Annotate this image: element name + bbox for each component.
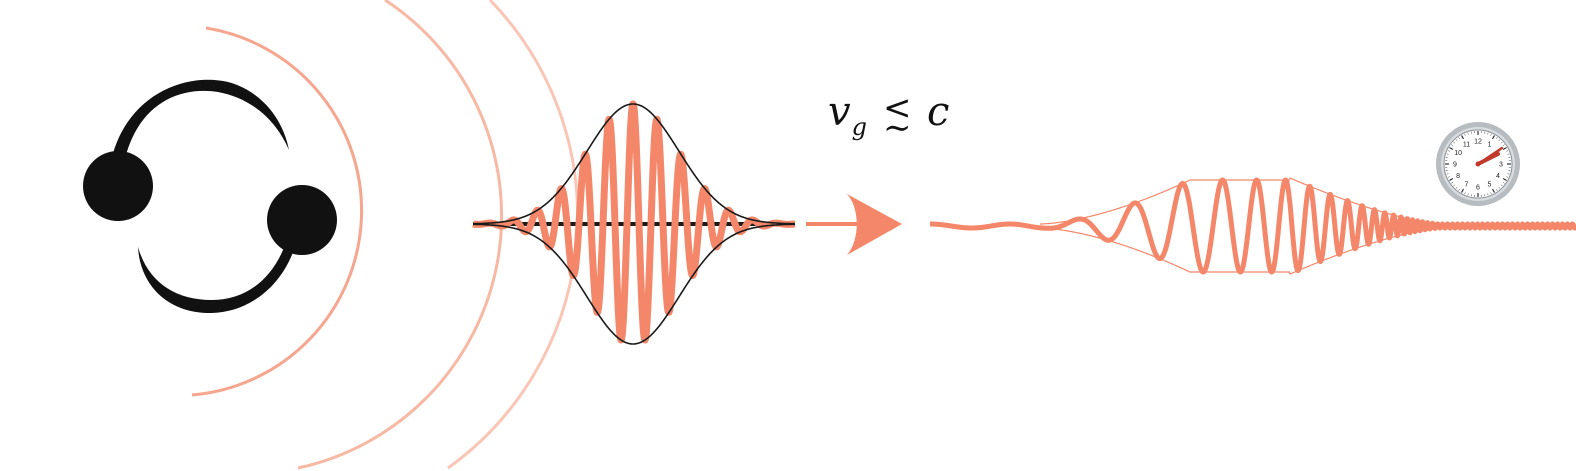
clock-number: 10 bbox=[1454, 150, 1462, 157]
black-hole-left bbox=[83, 151, 153, 221]
clock-ticks bbox=[1445, 131, 1511, 197]
clock-tick bbox=[1460, 188, 1465, 193]
binary-black-hole-icon bbox=[83, 79, 337, 314]
clock-tick bbox=[1458, 188, 1460, 191]
arrow-head bbox=[847, 194, 902, 255]
clock-tick bbox=[1449, 146, 1454, 151]
group-velocity-formula: vg<∼c bbox=[828, 89, 950, 145]
clock-center bbox=[1475, 161, 1481, 167]
clock-tick bbox=[1500, 141, 1503, 144]
clock-tick bbox=[1507, 153, 1510, 155]
clock-tick bbox=[1446, 173, 1449, 175]
clock-tick bbox=[1467, 132, 1469, 135]
clock-tick bbox=[1502, 177, 1507, 182]
clock-number: 5 bbox=[1488, 181, 1492, 188]
clock-tick bbox=[1446, 153, 1449, 155]
orbit-trail-upper bbox=[112, 79, 289, 157]
clock-tick bbox=[1464, 192, 1466, 195]
clock-tick bbox=[1498, 186, 1501, 189]
clock-tick bbox=[1500, 184, 1503, 187]
clock-tick bbox=[1507, 173, 1510, 175]
clock-number: 6 bbox=[1476, 185, 1480, 192]
clock-tick bbox=[1506, 150, 1509, 152]
propagation-arrow-icon bbox=[806, 194, 902, 255]
ripple-arc-2 bbox=[297, 0, 504, 470]
clock-tick bbox=[1453, 141, 1456, 144]
clock-tick bbox=[1506, 176, 1509, 178]
wave-packet bbox=[470, 100, 798, 345]
clock-number: 3 bbox=[1499, 162, 1503, 169]
clock-tick bbox=[1447, 176, 1450, 178]
clock-tick bbox=[1449, 177, 1454, 182]
clock-tick bbox=[1464, 133, 1466, 136]
clock-tick bbox=[1490, 192, 1492, 195]
wave-packet-envelope-bottom bbox=[473, 223, 796, 345]
clock-tick bbox=[1455, 139, 1458, 142]
dispersed-oscillation bbox=[928, 177, 1576, 275]
relation-similar: ∼ bbox=[882, 108, 912, 148]
less-than-approx-symbol: <∼ bbox=[879, 91, 917, 145]
clock-tick bbox=[1491, 188, 1496, 193]
velocity-subscript: g bbox=[851, 113, 867, 141]
clock-tick bbox=[1460, 135, 1465, 140]
clock-icon: 121234567891011 bbox=[1436, 122, 1520, 206]
clock-number: 1 bbox=[1488, 142, 1492, 149]
dispersed-wave-packet bbox=[928, 177, 1576, 275]
clock-tick bbox=[1458, 137, 1460, 140]
clock-tick bbox=[1498, 139, 1501, 142]
ripple-arc-1 bbox=[191, 26, 364, 397]
clock-number: 4 bbox=[1496, 173, 1500, 180]
clock-tick bbox=[1491, 135, 1496, 140]
clock-number: 7 bbox=[1465, 181, 1469, 188]
arrow-shaft bbox=[806, 222, 866, 226]
clock-number: 8 bbox=[1456, 173, 1460, 180]
clock-tick bbox=[1487, 132, 1489, 135]
wave-packet-envelope-top bbox=[473, 103, 796, 225]
clock-tick bbox=[1502, 182, 1505, 184]
clock-tick bbox=[1496, 188, 1498, 191]
relation-less-than: < bbox=[882, 88, 912, 128]
black-hole-right bbox=[267, 185, 337, 255]
clock-tick bbox=[1467, 193, 1469, 196]
clock-number: 9 bbox=[1453, 162, 1457, 169]
clock-tick bbox=[1453, 184, 1456, 187]
clock-number: 12 bbox=[1474, 139, 1482, 146]
clock-tick bbox=[1451, 144, 1454, 146]
clock-tick bbox=[1487, 193, 1489, 196]
orbit-trail-lower bbox=[138, 240, 297, 314]
clock-tick bbox=[1451, 182, 1454, 184]
clock-tick bbox=[1490, 133, 1492, 136]
velocity-symbol: v bbox=[828, 89, 851, 135]
clock-tick bbox=[1502, 146, 1507, 151]
clock-tick bbox=[1496, 137, 1498, 140]
gravitational-wave-ripples bbox=[191, 0, 580, 470]
speed-of-light-symbol: c bbox=[926, 89, 950, 135]
dispersed-envelope-top bbox=[1040, 177, 1460, 225]
clock-minute-hand bbox=[1476, 146, 1504, 166]
ripple-arc-3 bbox=[447, 0, 580, 470]
clock-tick bbox=[1455, 186, 1458, 189]
clock-tick bbox=[1447, 150, 1450, 152]
clock-tick bbox=[1502, 144, 1505, 146]
clock-number: 11 bbox=[1463, 142, 1470, 149]
